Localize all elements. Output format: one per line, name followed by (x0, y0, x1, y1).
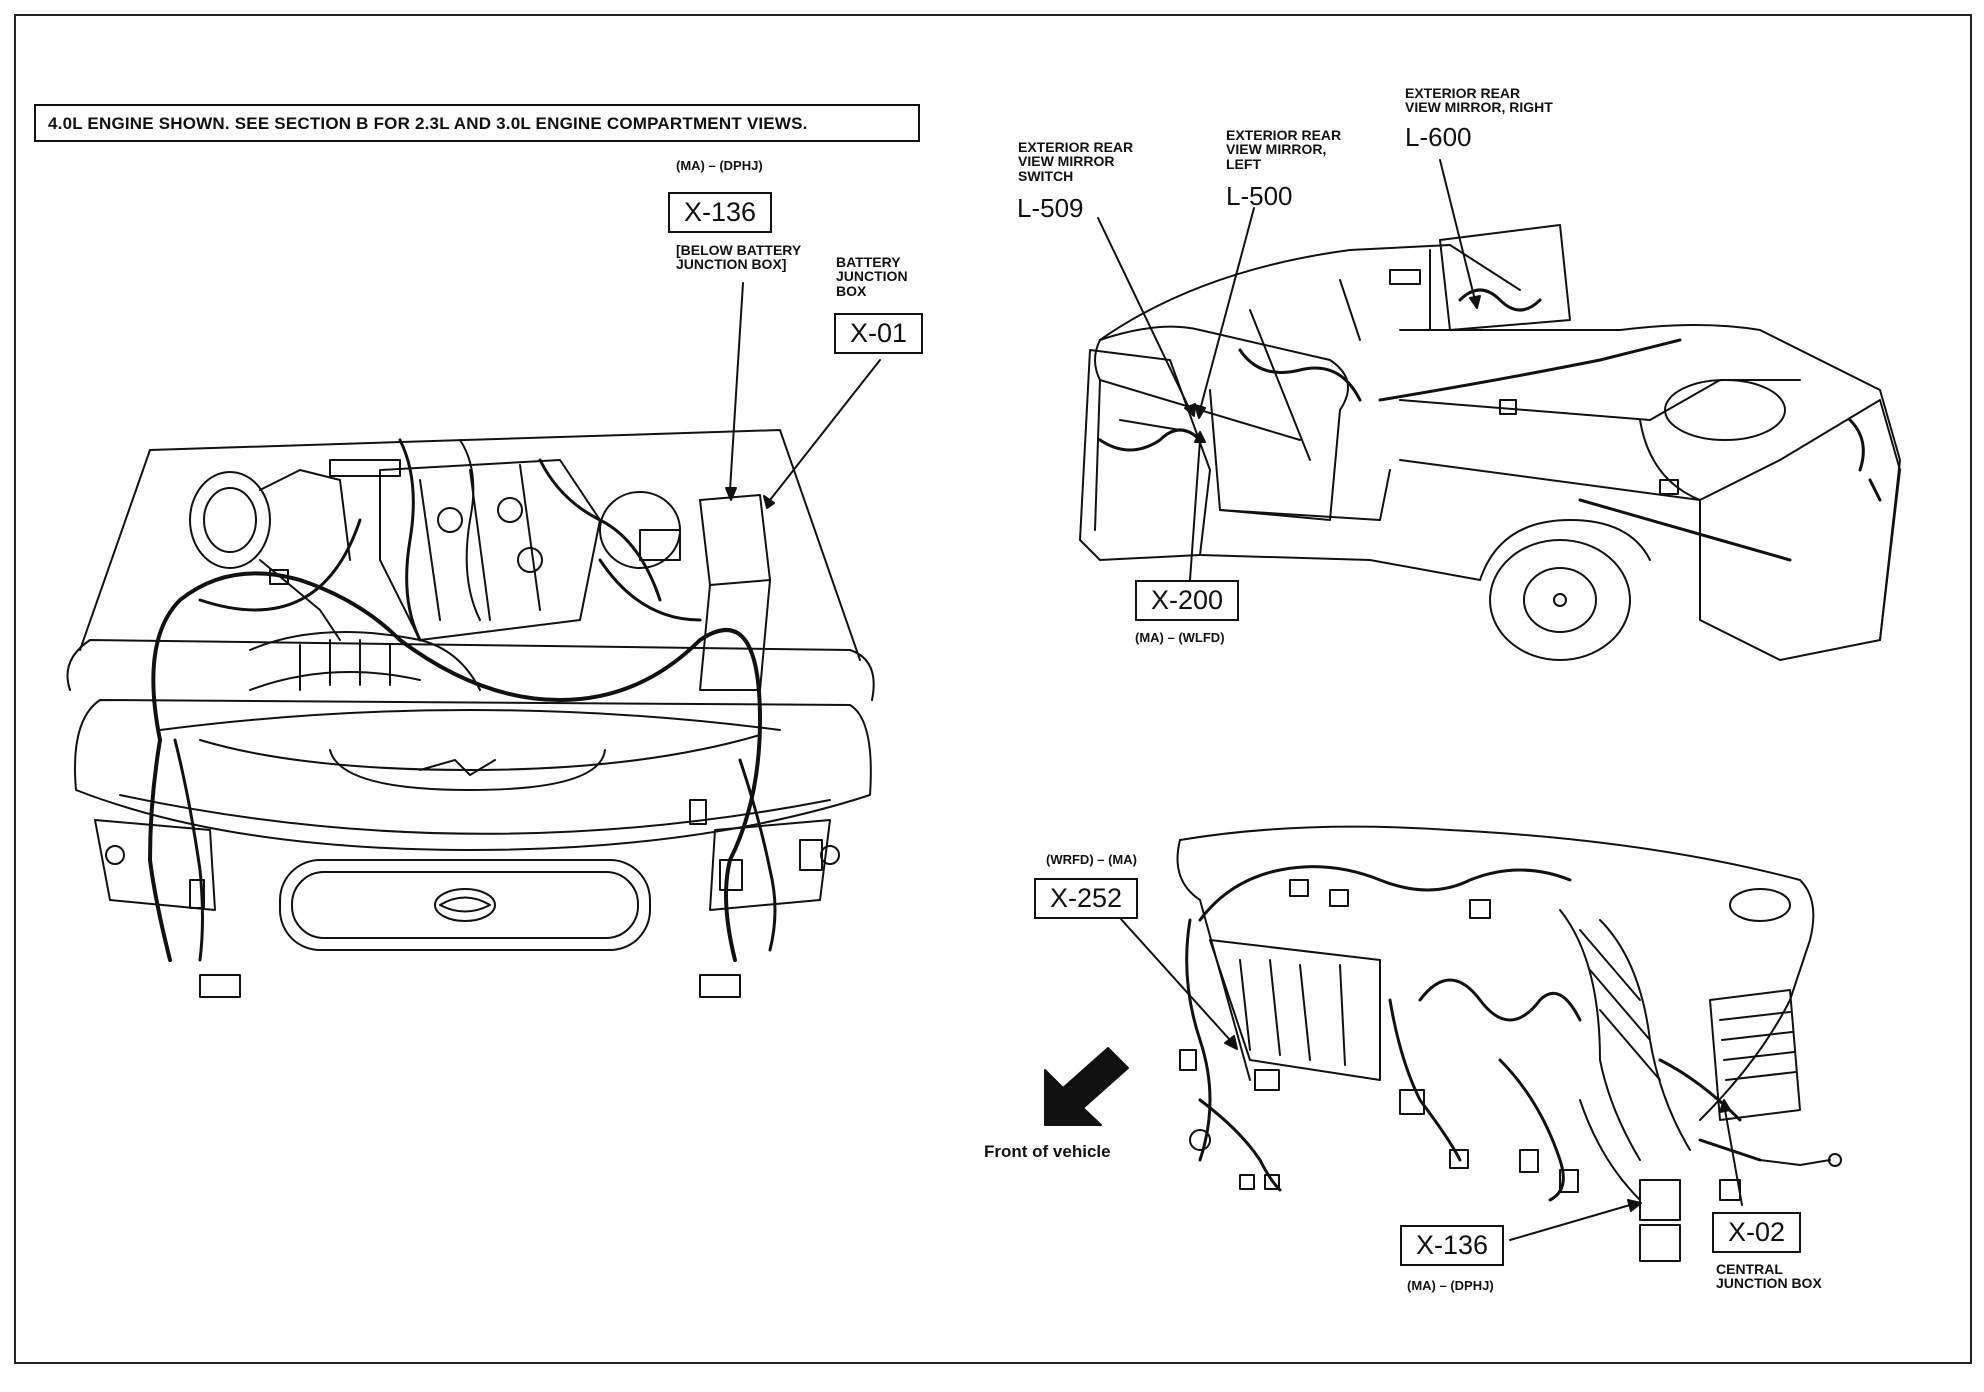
engine-x01-code: X-01 (834, 313, 924, 355)
l509-desc-line3: SWITCH (1018, 167, 1074, 184)
engine-x01-desc-line2: JUNCTION (836, 268, 908, 285)
instrument-panel-drawing (1176, 825, 1842, 1262)
dash-x136-code: X-136 (1400, 1225, 1505, 1267)
l500-desc-line2: VIEW MIRROR, (1226, 141, 1327, 158)
engine-x136-sub: (MA) – (DPHJ) (676, 158, 763, 173)
l500-desc-line1: EXTERIOR REAR (1226, 127, 1342, 143)
engine-x136-code: X-136 (668, 192, 773, 234)
l600-desc-line1: EXTERIOR REAR (1405, 85, 1521, 101)
l600-desc: EXTERIOR REAR VIEW MIRROR, RIGHT (1405, 86, 1553, 115)
engine-x01-desc-line1: BATTERY (836, 254, 901, 270)
l509-desc-line1: EXTERIOR REAR (1018, 139, 1134, 155)
x200-sub: (MA) – (WLFD) (1135, 630, 1225, 645)
l509-desc: EXTERIOR REAR VIEW MIRROR SWITCH (1018, 140, 1133, 183)
l600-desc-line2: VIEW MIRROR, RIGHT (1405, 99, 1553, 116)
engine-x136-desc-line2: JUNCTION BOX] (676, 256, 787, 273)
x02-desc: CENTRAL JUNCTION BOX (1716, 1262, 1822, 1291)
l509-code: L-509 (1017, 193, 1084, 223)
l500-desc: EXTERIOR REAR VIEW MIRROR, LEFT (1226, 128, 1341, 171)
engine-compartment-drawing (66, 429, 875, 998)
dash-x136-sub: (MA) – (DPHJ) (1407, 1278, 1494, 1293)
engine-x136-desc-line1: [BELOW BATTERY (676, 242, 802, 258)
x02-desc-line2: JUNCTION BOX (1716, 1275, 1822, 1292)
diagram-frame (14, 14, 1972, 1364)
x252-sub: (WRFD) – (MA) (1046, 852, 1137, 867)
x200-code: X-200 (1135, 580, 1240, 622)
x02-code: X-02 (1712, 1212, 1802, 1254)
callout-leaders (725, 159, 1743, 1241)
l500-desc-line3: LEFT (1226, 155, 1261, 172)
l600-code: L-600 (1405, 122, 1472, 152)
x02-desc-line1: CENTRAL (1716, 1261, 1783, 1277)
l509-desc-line2: VIEW MIRROR (1018, 153, 1115, 170)
engine-x136-desc: [BELOW BATTERY JUNCTION BOX] (676, 243, 801, 272)
front-of-vehicle-arrow-icon (1044, 1047, 1129, 1126)
engine-x01-desc: BATTERY JUNCTION BOX (836, 255, 908, 298)
x252-code: X-252 (1034, 878, 1139, 920)
truck-drawing (1079, 224, 1901, 661)
engine-note: 4.0L ENGINE SHOWN. SEE SECTION B FOR 2.3… (34, 104, 920, 142)
front-of-vehicle-label: Front of vehicle (984, 1142, 1111, 1161)
engine-x01-desc-line3: BOX (836, 282, 867, 299)
l500-code: L-500 (1226, 181, 1293, 211)
